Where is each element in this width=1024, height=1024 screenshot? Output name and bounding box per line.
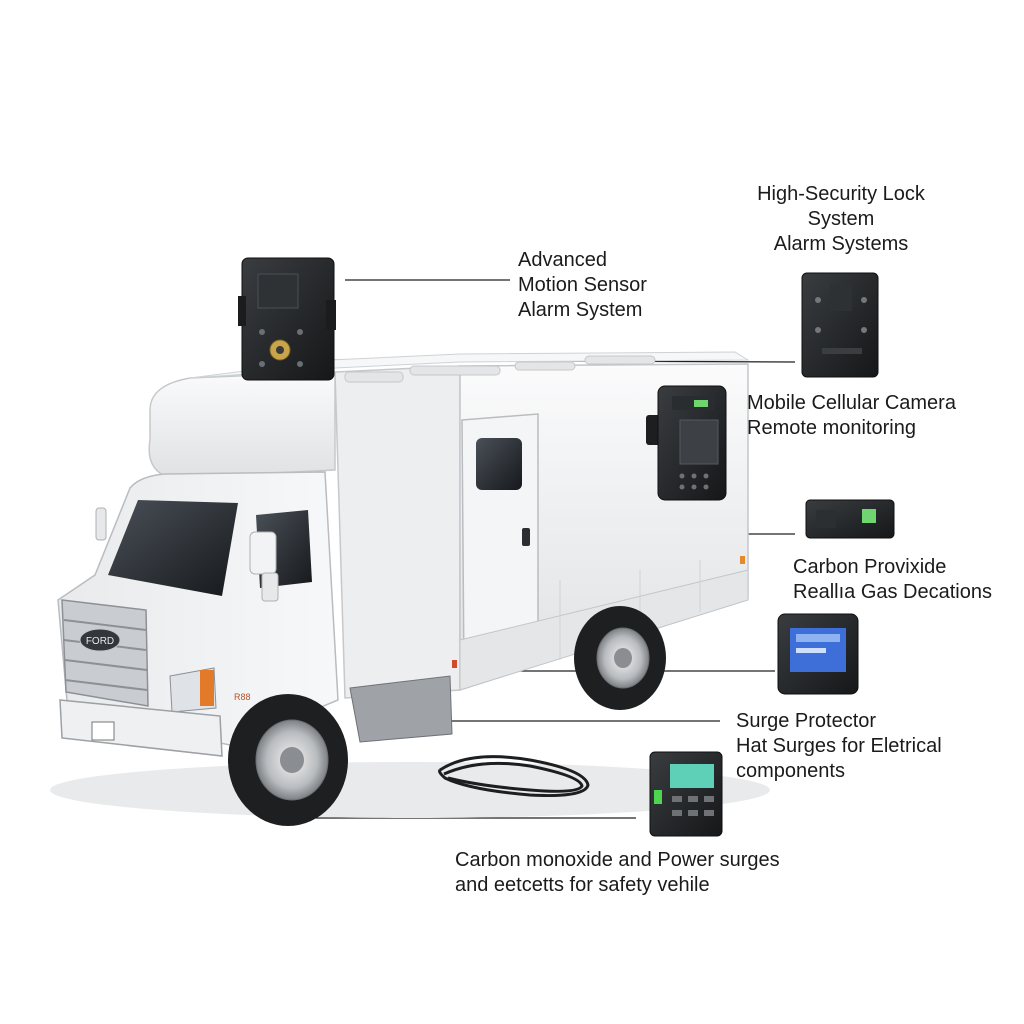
grille-badge bbox=[79, 628, 121, 652]
roof-vent bbox=[514, 361, 576, 371]
display-monitor-device bbox=[777, 613, 859, 695]
front-wheel bbox=[228, 694, 348, 826]
roof-vent bbox=[584, 355, 656, 365]
callout-lock-line-3: Alarm Systems bbox=[773, 233, 909, 255]
windshield bbox=[108, 500, 238, 596]
roof-vent bbox=[409, 365, 501, 376]
lock-panel-device bbox=[801, 272, 879, 378]
motion-sensor-device bbox=[238, 257, 336, 381]
surge-protector-device bbox=[649, 751, 723, 837]
callout-camera-line-1: Mobile Cellular Camera bbox=[747, 392, 956, 414]
callout-camera-line-2: Remote monitoring bbox=[747, 417, 916, 439]
side-mirror bbox=[249, 531, 277, 575]
callout-motion-line-2: Motion Sensor bbox=[518, 274, 647, 296]
callout-gas-detection: Carbon Provixide Reallıa Gas Decations bbox=[793, 555, 992, 605]
callout-motion-line-1: Advanced bbox=[518, 249, 607, 271]
front-bumper bbox=[59, 699, 223, 757]
callout-bottom-line-2: and eetcetts for safety vehile bbox=[455, 874, 710, 896]
grille-badge-text: FORD bbox=[86, 636, 114, 647]
rear-wheel bbox=[574, 606, 666, 710]
callout-surge-line-1: Surge Protector bbox=[736, 710, 877, 732]
callout-motion-sensor: Advanced Motion Sensor Alarm System bbox=[518, 248, 647, 323]
roof-vent bbox=[344, 371, 404, 383]
door-handle bbox=[522, 528, 530, 546]
door-window bbox=[476, 438, 522, 490]
callout-gas-line-1: Carbon Provixide bbox=[793, 556, 947, 578]
cab-over-bunk bbox=[148, 371, 336, 479]
callout-cellular-camera: Mobile Cellular Camera Remote monitoring bbox=[747, 391, 956, 441]
side-marker-text: R88 bbox=[234, 692, 251, 702]
callout-lock-line-1: High-Security Lock bbox=[757, 183, 925, 205]
callout-bottom-line-1: Carbon monoxide and Power surges bbox=[455, 849, 780, 871]
callout-lock-line-2: System bbox=[807, 208, 875, 230]
coach-front-face bbox=[334, 365, 461, 699]
callout-surge-protector: Surge Protector Hat Surges for Eletrical… bbox=[736, 709, 942, 784]
callout-surge-line-2: Hat Surges for Eletrical bbox=[736, 735, 942, 757]
truck-cab: FORD R88 bbox=[57, 471, 453, 757]
coiled-cable bbox=[438, 755, 590, 798]
callout-security-lock: High-Security Lock System Alarm Systems bbox=[736, 182, 946, 257]
grille bbox=[61, 599, 149, 707]
callout-surge-line-3: components bbox=[736, 760, 845, 782]
callout-motion-line-3: Alarm System bbox=[518, 299, 643, 321]
license-plate bbox=[91, 721, 115, 741]
cellular-camera-device bbox=[646, 385, 727, 501]
gas-detector-device bbox=[805, 499, 895, 539]
callout-gas-line-2: Reallıa Gas Decations bbox=[793, 581, 992, 603]
callout-bottom-summary: Carbon monoxide and Power surges and eet… bbox=[455, 848, 780, 898]
